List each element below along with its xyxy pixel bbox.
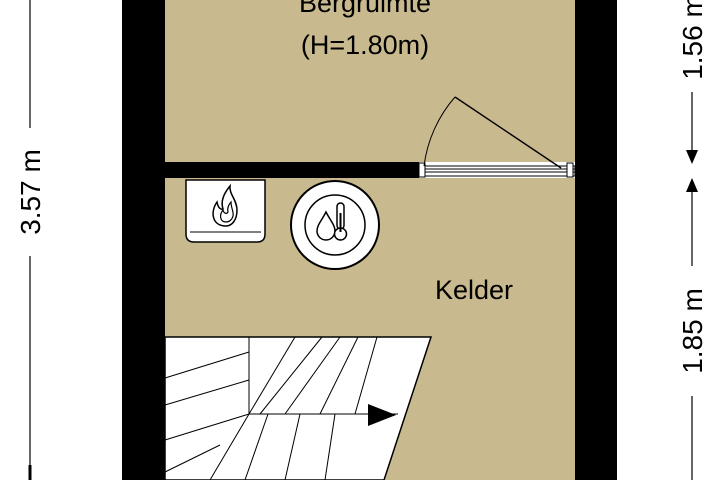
right-lower-arrow <box>686 178 698 192</box>
left-dimension-label: 3.57 m <box>15 149 46 235</box>
interior-wall <box>165 162 419 178</box>
right-lower-dimension-label: 1.85 m <box>677 288 708 374</box>
right-lower-label-bg <box>678 266 706 396</box>
drop-icon <box>316 210 336 241</box>
door-frame <box>418 165 576 177</box>
left-dimension-label-bg <box>16 128 44 256</box>
storage-room-height: (H=1.80m) <box>301 30 429 60</box>
thermometer-drop-icon <box>316 202 348 241</box>
right-upper-arrow <box>686 150 698 164</box>
basement-room-name: Kelder <box>435 275 513 305</box>
door-jamb-left <box>418 162 426 178</box>
boiler-inner <box>304 194 366 256</box>
stairs-area <box>164 336 433 480</box>
right-upper-dimension-label: 1.56 m <box>677 0 708 80</box>
door-jamb-right <box>566 162 574 178</box>
right-wall <box>575 0 617 480</box>
left-wall <box>122 0 165 480</box>
heater <box>185 179 266 243</box>
door-swing-arc <box>423 96 456 167</box>
flame-icon <box>212 183 238 227</box>
down-arrow <box>368 404 396 426</box>
storage-room-name: Bergruimte <box>299 0 431 18</box>
storage-floor <box>165 0 575 162</box>
stair-treads <box>164 336 398 480</box>
right-upper-label-bg <box>678 0 706 92</box>
heater-body <box>185 179 266 243</box>
door-leaf <box>454 96 562 169</box>
door <box>418 96 576 178</box>
right-dimension-gap <box>680 160 704 180</box>
stairs <box>164 336 433 480</box>
boiler <box>290 180 380 270</box>
